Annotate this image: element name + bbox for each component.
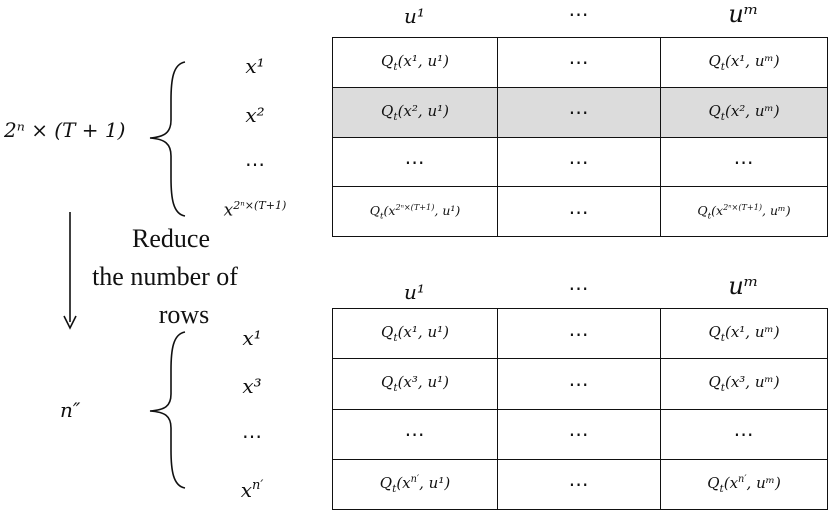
table-cell: ⋯ (660, 136, 828, 188)
bottom-size-label: n″ (60, 398, 81, 422)
table-cell: ⋯ (497, 408, 661, 460)
table-cell: ⋯ (332, 136, 498, 188)
table-cell: Qt(x2ⁿ×(T+1), u¹) (332, 186, 498, 237)
bottom-row-label-x1: x¹ (242, 326, 262, 350)
highlighted-table-row: Qt(x², u¹) ⋯ Qt(x², uᵐ) (332, 86, 828, 138)
bottom-header-um: uᵐ (728, 272, 759, 300)
table-cell: Qt(xn′, u¹) (332, 458, 498, 511)
table-cell: Qt(x¹, u¹) (332, 307, 498, 360)
table-row: ⋯ ⋯ ⋯ (332, 408, 828, 460)
table-cell: ⋯ (497, 358, 661, 410)
table-cell: ⋯ (660, 408, 828, 460)
table-cell: Qt(x¹, u¹) (332, 37, 498, 88)
note-line-3: rows (158, 300, 210, 329)
table-cell: ⋯ (497, 86, 661, 138)
table-cell: Qt(x³, uᵐ) (660, 358, 828, 410)
table-cell: Qt(x2ⁿ×(T+1), uᵐ) (660, 186, 828, 237)
table-row: Qt(x¹, u¹) ⋯ Qt(x¹, uᵐ) (332, 37, 828, 88)
bottom-row-label-ellipsis: ⋯ (242, 424, 262, 448)
top-q-table: Qt(x¹, u¹) ⋯ Qt(x¹, uᵐ) Qt(x², u¹) ⋯ Qt(… (332, 37, 828, 237)
table-cell: ⋯ (497, 136, 661, 188)
table-cell: ⋯ (497, 186, 661, 237)
table-cell: Qt(x², uᵐ) (660, 86, 828, 138)
note-line-2: the number of (92, 262, 238, 291)
top-left-brace (149, 61, 186, 217)
bottom-row-label-xlast: xn′ (240, 478, 264, 502)
table-cell: Qt(x², u¹) (332, 86, 498, 138)
table-row: Qt(x¹, u¹) ⋯ Qt(x¹, uᵐ) (332, 307, 828, 360)
bottom-header-u1: u¹ (404, 280, 425, 304)
table-cell: Qt(x¹, uᵐ) (660, 307, 828, 360)
bottom-header-ellipsis: ⋯ (568, 276, 589, 300)
top-header-ellipsis: ⋯ (568, 2, 589, 26)
bottom-left-brace (149, 331, 186, 489)
down-arrow-icon (63, 212, 77, 330)
table-cell: Qt(x¹, uᵐ) (660, 37, 828, 88)
table-cell: ⋯ (497, 37, 661, 88)
table-cell: Qt(xn′, uᵐ) (660, 458, 828, 511)
top-row-label-x2: x² (245, 103, 265, 127)
table-row: Qt(x2ⁿ×(T+1), u¹) ⋯ Qt(x2ⁿ×(T+1), uᵐ) (332, 186, 828, 237)
table-row: Qt(xn′, u¹) ⋯ Qt(xn′, uᵐ) (332, 458, 828, 511)
top-row-label-xlast: x2ⁿ×(T+1) (223, 199, 287, 221)
table-cell: ⋯ (497, 307, 661, 360)
note-line-1: Reduce (132, 224, 210, 253)
top-header-u1: u¹ (404, 4, 425, 28)
table-row: ⋯ ⋯ ⋯ (332, 136, 828, 188)
bottom-row-label-x3: x³ (242, 374, 262, 398)
top-size-label: 2ⁿ × (T + 1) (4, 118, 126, 142)
reduce-rows-note: Reduce the number of rows (70, 220, 260, 334)
top-row-label-ellipsis: ⋯ (245, 152, 265, 176)
top-header-um: uᵐ (728, 0, 759, 28)
table-cell: ⋯ (332, 408, 498, 460)
table-cell: ⋯ (497, 458, 661, 511)
top-row-label-x1: x¹ (245, 54, 265, 78)
bottom-q-table: Qt(x¹, u¹) ⋯ Qt(x¹, uᵐ) Qt(x³, u¹) ⋯ Qt(… (332, 307, 828, 511)
table-row: Qt(x³, u¹) ⋯ Qt(x³, uᵐ) (332, 358, 828, 410)
table-cell: Qt(x³, u¹) (332, 358, 498, 410)
